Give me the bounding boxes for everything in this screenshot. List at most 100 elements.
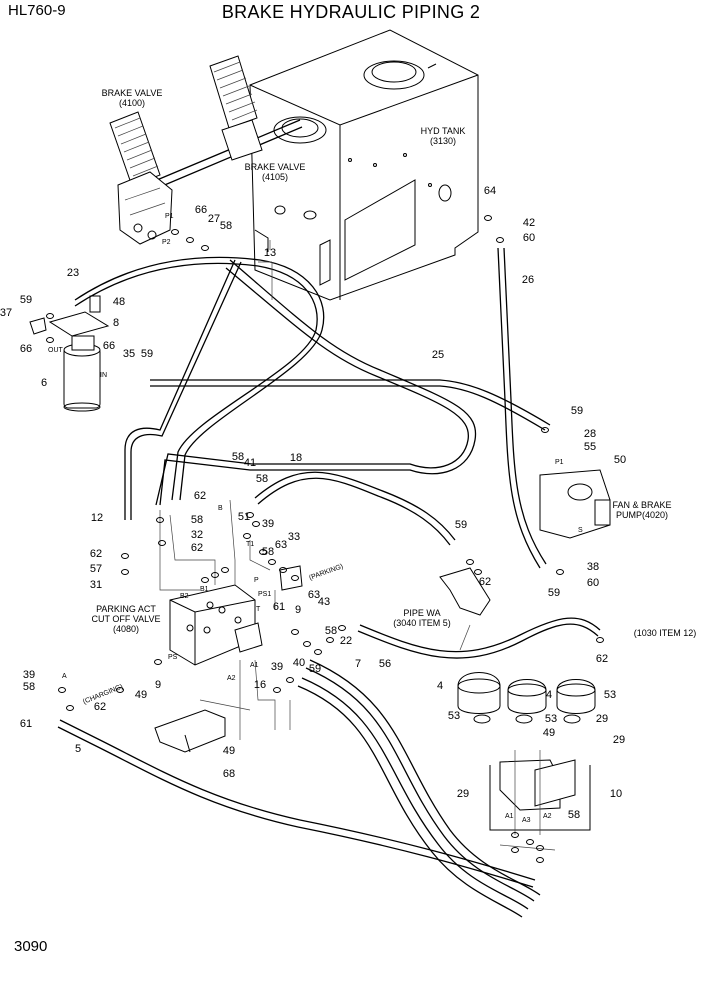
o-ring xyxy=(171,229,179,235)
o-ring xyxy=(154,659,162,665)
o-ring xyxy=(596,637,604,643)
callout-35: 35 xyxy=(123,348,135,360)
callout-31: 31 xyxy=(90,579,102,591)
callout-41: 41 xyxy=(244,457,256,469)
o-ring xyxy=(221,567,229,573)
callout-58: 58 xyxy=(232,451,244,463)
hyd-tank-label: HYD TANK xyxy=(421,126,466,136)
callout-53: 53 xyxy=(448,710,460,722)
o-ring xyxy=(259,549,267,555)
callout-22: 22 xyxy=(340,635,352,647)
item-reference: (1030 ITEM 12) xyxy=(634,628,697,638)
callout-66: 66 xyxy=(103,340,115,352)
brake-valve-2-label: BRAKE VALVE xyxy=(245,162,306,172)
callout-28: 28 xyxy=(584,428,596,440)
o-ring xyxy=(526,839,534,845)
callout-51: 51 xyxy=(238,511,250,523)
callout-12: 12 xyxy=(91,512,103,524)
leader-lines xyxy=(159,240,556,851)
o-ring xyxy=(58,687,66,693)
model-number: HL760-9 xyxy=(8,2,66,19)
callout-43: 43 xyxy=(318,596,330,608)
svg-text:PS: PS xyxy=(168,654,178,661)
callout-39: 39 xyxy=(262,518,274,530)
callout-57: 57 xyxy=(90,563,102,575)
callout-9: 9 xyxy=(155,679,161,691)
callout-59: 59 xyxy=(309,663,321,675)
callout-68: 68 xyxy=(223,768,235,780)
callout-62: 62 xyxy=(194,490,206,502)
o-ring xyxy=(484,215,492,221)
callout-60: 60 xyxy=(523,232,535,244)
callout-5: 5 xyxy=(75,743,81,755)
callout-53: 53 xyxy=(604,689,616,701)
o-ring xyxy=(556,569,564,575)
o-ring xyxy=(291,575,299,581)
o-ring xyxy=(338,625,346,631)
parking-valve-label-2: CUT OFF VALVE xyxy=(91,614,160,624)
brake-valve-1-number: (4100) xyxy=(119,98,145,108)
o-ring xyxy=(158,540,166,546)
callout-26: 26 xyxy=(522,274,534,286)
svg-text:IN: IN xyxy=(100,372,107,379)
svg-text:A1: A1 xyxy=(250,662,259,669)
callout-62: 62 xyxy=(90,548,102,560)
brake-valve-1-label: BRAKE VALVE xyxy=(102,88,163,98)
o-ring xyxy=(268,559,276,565)
callout-58: 58 xyxy=(220,220,232,232)
svg-text:OUT: OUT xyxy=(48,347,64,354)
o-ring xyxy=(279,567,287,573)
callout-56: 56 xyxy=(379,658,391,670)
callout-32: 32 xyxy=(191,529,203,541)
callout-48: 48 xyxy=(113,296,125,308)
callout-37: 37 xyxy=(0,307,12,319)
svg-text:PS1: PS1 xyxy=(258,591,271,598)
pipe-wa-block xyxy=(439,567,491,616)
o-ring xyxy=(243,533,251,539)
callout-60: 60 xyxy=(587,577,599,589)
callout-38: 38 xyxy=(587,561,599,573)
callout-58: 58 xyxy=(256,473,268,485)
svg-text:A3: A3 xyxy=(522,817,531,824)
fittings xyxy=(46,215,604,863)
callout-9: 9 xyxy=(295,604,301,616)
callout-62: 62 xyxy=(191,542,203,554)
callout-62: 62 xyxy=(479,576,491,588)
svg-text:B: B xyxy=(218,505,223,512)
svg-text:B2: B2 xyxy=(180,593,189,600)
callout-39: 39 xyxy=(271,661,283,673)
o-ring xyxy=(186,237,194,243)
o-ring xyxy=(116,687,124,693)
callout-40: 40 xyxy=(293,657,305,669)
o-ring xyxy=(211,572,219,578)
callout-10: 10 xyxy=(610,788,622,800)
fan-brake-pump xyxy=(539,469,611,539)
pipe-wa-number: (3040 ITEM 5) xyxy=(393,618,451,628)
callout-59: 59 xyxy=(571,405,583,417)
hyd-tank-number: (3130) xyxy=(430,136,456,146)
o-ring xyxy=(536,857,544,863)
svg-text:A2: A2 xyxy=(227,675,236,682)
callout-33: 33 xyxy=(288,531,300,543)
port-labels: P1 P2 OUT IN B T1 P PS1 T B1 B2 PS A1 A2… xyxy=(48,213,583,824)
svg-text:S: S xyxy=(578,527,583,534)
callout-59: 59 xyxy=(455,519,467,531)
parking-valve-number: (4080) xyxy=(113,624,139,634)
callout-50: 50 xyxy=(614,454,626,466)
callout-29: 29 xyxy=(613,734,625,746)
callout-63: 63 xyxy=(275,539,287,551)
callout-58: 58 xyxy=(191,514,203,526)
o-ring xyxy=(252,521,260,527)
callout-6: 6 xyxy=(41,377,47,389)
svg-text:P1: P1 xyxy=(165,213,174,220)
o-ring xyxy=(201,245,209,251)
callout-4: 4 xyxy=(437,680,443,692)
callout-29: 29 xyxy=(457,788,469,800)
o-ring xyxy=(536,845,544,851)
o-ring xyxy=(46,313,54,319)
callout-59: 59 xyxy=(20,294,32,306)
o-ring xyxy=(466,559,474,565)
